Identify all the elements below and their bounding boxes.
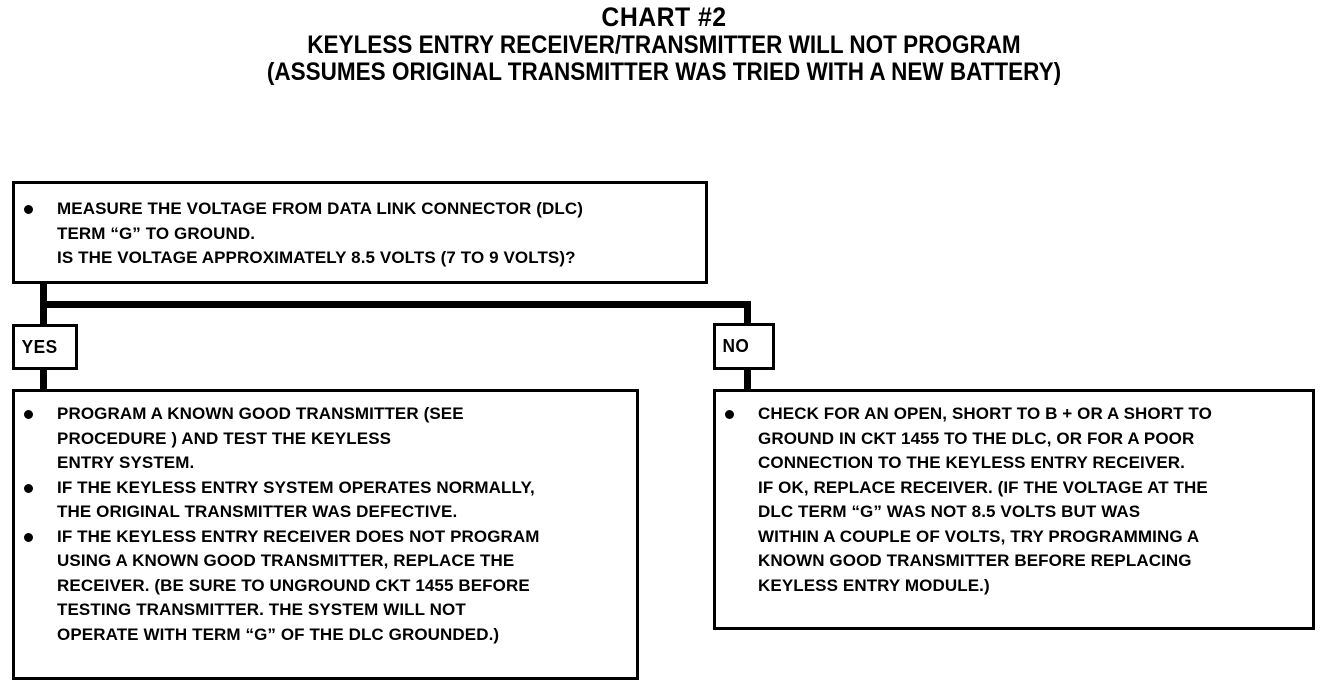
- connector-decision-stem: [40, 283, 47, 307]
- chart-subtitle-line-2: (ASSUMES ORIGINAL TRANSMITTER WAS TRIED …: [266, 58, 1062, 86]
- bullet-dot-icon: [24, 410, 33, 419]
- no-outcome-box: CHECK FOR AN OPEN, SHORT TO B + OR A SHO…: [713, 389, 1315, 630]
- decision-box: MEASURE THE VOLTAGE FROM DATA LINK CONNE…: [12, 181, 708, 284]
- branch-label-no: NO: [713, 323, 775, 370]
- bullet-dot-icon: [725, 410, 734, 419]
- bullet-dot-icon: [24, 205, 33, 214]
- branch-label-no-text: NO: [722, 336, 750, 356]
- bullet-text: CHECK FOR AN OPEN, SHORT TO B + OR A SHO…: [758, 404, 1212, 595]
- yes-outcome-bullet-list: PROGRAM A KNOWN GOOD TRANSMITTER (SEE PR…: [15, 392, 636, 647]
- title-block: CHART #2 KEYLESS ENTRY RECEIVER/TRANSMIT…: [0, 0, 1328, 86]
- bullet-text: IF THE KEYLESS ENTRY SYSTEM OPERATES NOR…: [57, 477, 535, 522]
- chart-subtitle-line-1: KEYLESS ENTRY RECEIVER/TRANSMITTER WILL …: [307, 31, 1021, 59]
- bullet-text: MEASURE THE VOLTAGE FROM DATA LINK CONNE…: [57, 199, 583, 267]
- bullet-item: IF THE KEYLESS ENTRY SYSTEM OPERATES NOR…: [15, 476, 636, 525]
- decision-box-bullet-list: MEASURE THE VOLTAGE FROM DATA LINK CONNE…: [15, 184, 705, 271]
- bullet-item: CHECK FOR AN OPEN, SHORT TO B + OR A SHO…: [716, 402, 1312, 598]
- no-outcome-bullet-list: CHECK FOR AN OPEN, SHORT TO B + OR A SHO…: [716, 392, 1312, 598]
- yes-outcome-box: PROGRAM A KNOWN GOOD TRANSMITTER (SEE PR…: [12, 389, 639, 680]
- bullet-dot-icon: [24, 483, 33, 493]
- bullet-item: MEASURE THE VOLTAGE FROM DATA LINK CONNE…: [15, 197, 705, 271]
- chart-title: CHART #2: [601, 2, 727, 32]
- bullet-dot-icon: [24, 532, 33, 542]
- bullet-text: PROGRAM A KNOWN GOOD TRANSMITTER (SEE PR…: [57, 404, 464, 472]
- connector-horizontal-bus: [40, 301, 751, 308]
- branch-label-yes: YES: [12, 324, 78, 370]
- bullet-text: IF THE KEYLESS ENTRY RECEIVER DOES NOT P…: [57, 526, 540, 644]
- bullet-item: IF THE KEYLESS ENTRY RECEIVER DOES NOT P…: [15, 525, 636, 648]
- branch-label-yes-text: YES: [21, 336, 58, 357]
- bullet-item: PROGRAM A KNOWN GOOD TRANSMITTER (SEE PR…: [15, 402, 636, 476]
